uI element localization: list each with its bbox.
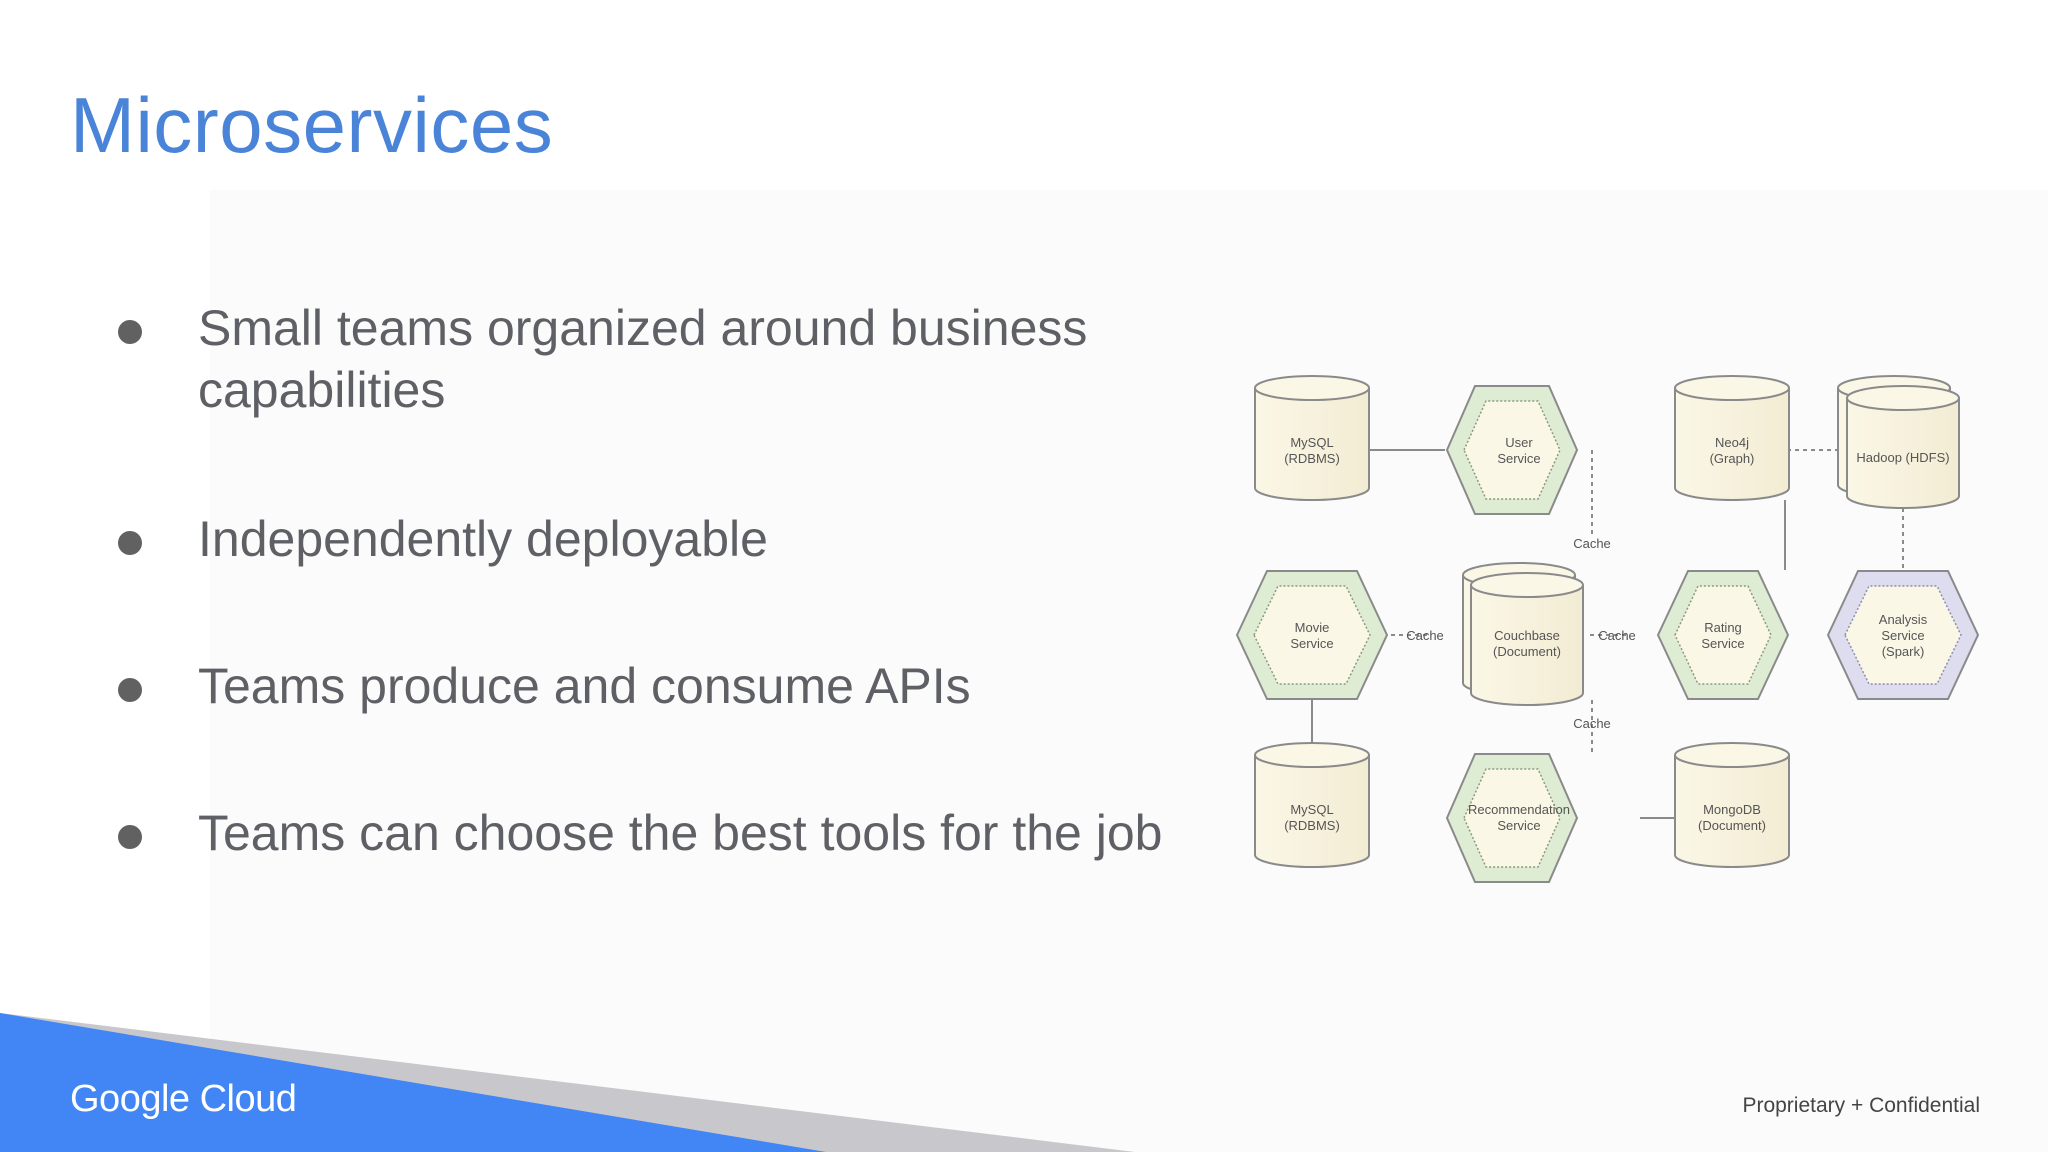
label-recommendation-service-line1: Recommendation [1468,802,1570,817]
label-couchbase-line1: Couchbase [1494,628,1560,643]
label-mysql-top-line2: (RDBMS) [1284,451,1340,466]
confidential-notice: Proprietary + Confidential [1742,1094,1980,1117]
label-hadoop: Hadoop (HDFS) [1856,450,1949,465]
bullet-text: Independently deployable [198,511,768,567]
bullet-item: Teams produce and consume APIs [118,655,1238,717]
label-movie-service-line1: Movie [1295,620,1330,635]
label-user-service-line2: Service [1497,451,1540,466]
database-mysql-bottom [1254,742,1370,868]
database-couchbase [1462,562,1584,706]
cache-label-right: Cache [1598,628,1636,643]
bullet-dot-icon [118,678,142,702]
label-mysql-bottom-line2: (RDBMS) [1284,818,1340,833]
label-couchbase-line2: (Document) [1493,644,1561,659]
hexagon-rating-service [1656,570,1790,700]
footer-decoration [0,1000,2048,1152]
hexagon-user-service [1445,385,1579,515]
cache-label-bottom: Cache [1573,716,1611,731]
label-analysis-service-line1: Analysis [1879,612,1928,627]
database-mongodb [1674,742,1790,868]
database-hadoop [1837,375,1960,509]
label-movie-service-line2: Service [1290,636,1333,651]
microservices-diagram: Cache Cache Cache Cache MySQL (RDBMS) Us… [1230,370,1990,900]
label-rating-service-line1: Rating [1704,620,1742,635]
database-mysql-top [1254,375,1370,501]
label-analysis-service-line3: (Spark) [1882,644,1925,659]
label-neo4j-line1: Neo4j [1715,435,1749,450]
cache-label-top: Cache [1573,536,1611,551]
label-user-service-line1: User [1505,435,1533,450]
label-mongodb-line1: MongoDB [1703,802,1761,817]
bullet-dot-icon [118,531,142,555]
label-mongodb-line2: (Document) [1698,818,1766,833]
label-mysql-bottom-line1: MySQL [1290,802,1333,817]
label-recommendation-service-line2: Service [1497,818,1540,833]
bullet-text: Small teams organized around business ca… [198,300,1088,418]
hexagon-movie-service [1235,570,1389,700]
google-cloud-logo: Google Cloud [70,1078,297,1120]
hexagon-analysis-service [1826,570,1980,700]
cache-label-left: Cache [1406,628,1444,643]
bullet-item: Small teams organized around business ca… [118,297,1238,421]
bullet-text: Teams can choose the best tools for the … [198,805,1163,861]
database-neo4j [1674,375,1790,501]
bullet-item: Teams can choose the best tools for the … [118,802,1238,864]
bullet-text: Teams produce and consume APIs [198,658,971,714]
hexagon-recommendation-service [1445,753,1579,883]
bullet-dot-icon [118,320,142,344]
label-neo4j-line2: (Graph) [1710,451,1755,466]
footer-blue-band [0,1013,826,1152]
slide-title: Microservices [70,81,554,169]
label-rating-service-line2: Service [1701,636,1744,651]
bullet-item: Independently deployable [118,508,1238,570]
label-mysql-top-line1: MySQL [1290,435,1333,450]
label-analysis-service-line2: Service [1881,628,1924,643]
bullet-dot-icon [118,825,142,849]
